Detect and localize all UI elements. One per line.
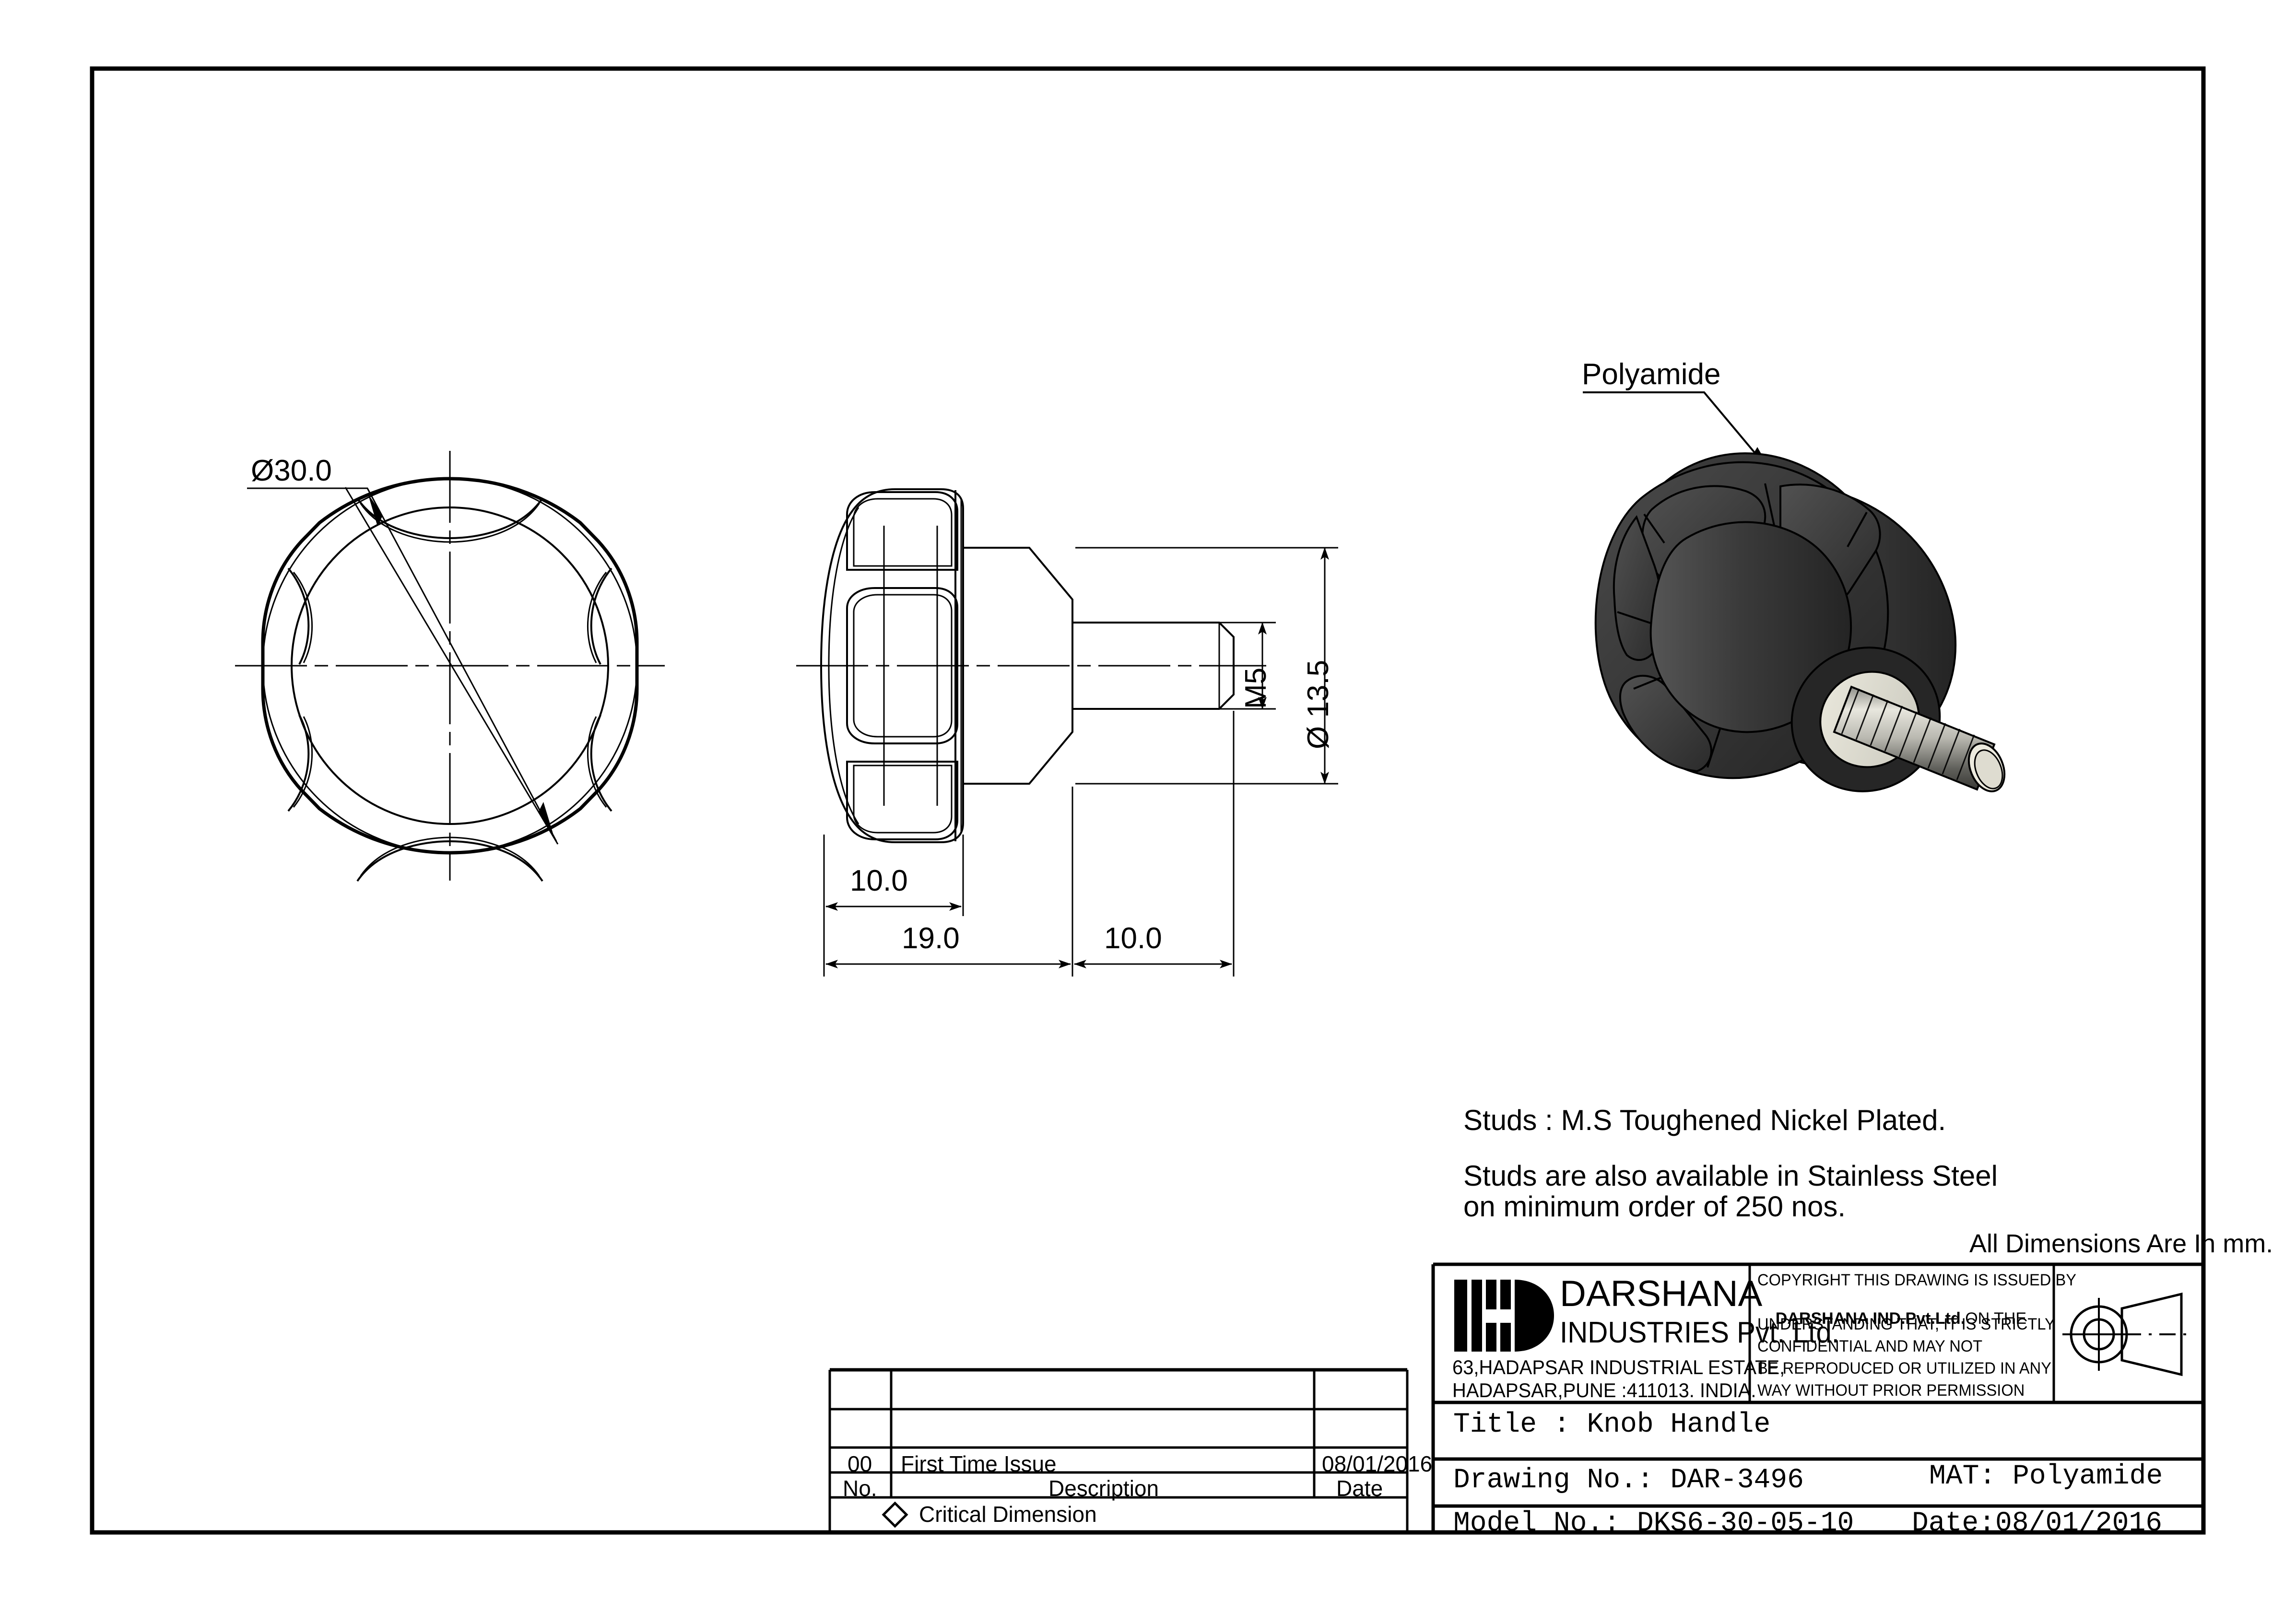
side-view-dim-19: 19.0 — [902, 922, 960, 955]
revision-row-description: First Time Issue — [901, 1451, 1057, 1476]
side-view-dim-m5: M5 — [1239, 667, 1272, 709]
revision-header-no: No. — [843, 1476, 877, 1501]
copyright-line-1: COPYRIGHT THIS DRAWING IS ISSUED BY — [1757, 1271, 2076, 1289]
note-stainless-line2: on minimum order of 250 nos. — [1463, 1190, 1846, 1223]
iso-view-geometry — [1583, 391, 2006, 792]
company-address-line2: HADAPSAR,PUNE :411013. INDIA. — [1452, 1379, 1756, 1401]
revision-row-date: 08/01/2016 — [1322, 1451, 1433, 1476]
note-stainless-line1: Studs are also available in Stainless St… — [1463, 1160, 1998, 1192]
front-view-diameter-label: Ø30.0 — [251, 454, 332, 487]
copyright-line-4: CONFIDENTIAL AND MAY NOT — [1757, 1337, 1983, 1355]
side-view-dim-diameter-13-5: Ø 13.5 — [1302, 659, 1335, 749]
copyright-line-3: UNDERSTANDING THAT, IT IS STRICTLY — [1757, 1315, 2055, 1333]
title-block-grid — [1431, 1262, 2205, 1532]
field-drawing-no: Drawing No.: DAR-3496 — [1453, 1465, 1804, 1496]
side-view-geometry — [796, 488, 1338, 977]
note-all-dimensions: All Dimensions Are In mm. — [1969, 1229, 2273, 1258]
company-logo-icon — [1454, 1280, 1554, 1352]
field-model-no: Model No.: DKS6-30-05-10 — [1453, 1508, 1854, 1539]
copyright-line-6: WAY WITHOUT PRIOR PERMISSION — [1757, 1381, 2025, 1400]
revision-header-description: Description — [1048, 1476, 1159, 1501]
field-material: MAT: Polyamide — [1929, 1461, 2163, 1492]
copyright-line-2-rest: ON THE — [1965, 1309, 2027, 1328]
side-view-dim-10-upper: 10.0 — [850, 864, 908, 897]
side-view-dim-10-right: 10.0 — [1104, 922, 1162, 955]
critical-dimension-note: Critical Dimension — [919, 1502, 1097, 1527]
company-name-line2: INDUSTRIES Pvt. Ltd. — [1560, 1316, 1839, 1349]
copyright-line-2: DARSHANA IND.Pvt.Ltd.ON THE — [1757, 1294, 2026, 1343]
revision-table-grid — [828, 1368, 1409, 1534]
revision-header-date: Date — [1336, 1476, 1383, 1501]
field-title: Title : Knob Handle — [1453, 1409, 1771, 1440]
company-address-line1: 63,HADAPSAR INDUSTRIAL ESTATE, — [1452, 1356, 1785, 1378]
company-name-line1: DARSHANA — [1560, 1273, 1763, 1314]
copyright-line-5: BE REPRODUCED OR UTILIZED IN ANY — [1757, 1359, 2052, 1377]
revision-row-no: 00 — [848, 1451, 872, 1476]
field-date: Date:08/01/2016 — [1912, 1508, 2163, 1539]
note-studs-material: Studs : M.S Toughened Nickel Plated. — [1463, 1104, 1946, 1136]
iso-view-material-callout: Polyamide — [1582, 358, 1721, 391]
copyright-company-bold: DARSHANA IND.Pvt.Ltd. — [1775, 1309, 1966, 1328]
front-view-geometry — [235, 451, 665, 882]
